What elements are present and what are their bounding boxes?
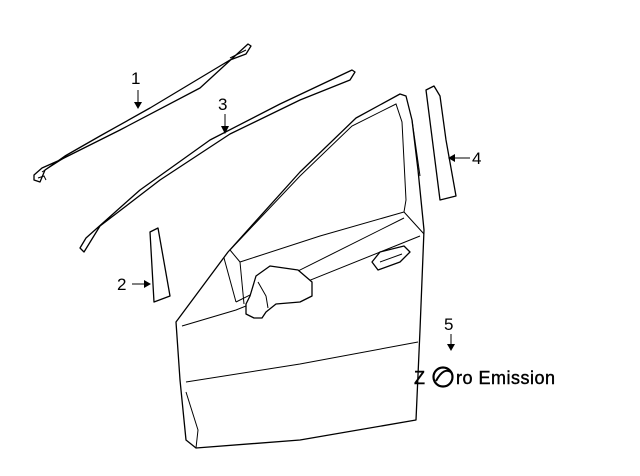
arrowhead-2: [144, 280, 151, 288]
part-4-rear-garnish: [425, 85, 457, 201]
callout-leaders: [132, 90, 470, 351]
part-3-frame-molding: [79, 69, 356, 253]
emblem-e-circle-logo: [432, 366, 454, 388]
emblem-e-swoosh: [435, 369, 453, 382]
part-5-zero-emission-emblem: Z ro Emission: [414, 366, 556, 388]
callout-3: 3: [218, 95, 227, 114]
callout-4: 4: [472, 149, 481, 168]
front-door: [175, 93, 425, 449]
part-1-belt-molding: [33, 43, 252, 183]
arrowhead-1: [134, 102, 142, 109]
arrowhead-5: [447, 344, 455, 351]
emblem-suffix: ro Emission: [456, 368, 556, 388]
callout-1: 1: [131, 69, 140, 88]
callout-5: 5: [444, 315, 453, 334]
arrowhead-4: [448, 154, 455, 162]
part-2-front-garnish: [149, 227, 171, 303]
callout-2: 2: [117, 275, 126, 294]
emblem-prefix: Z: [414, 368, 426, 388]
arrowhead-3: [221, 126, 229, 134]
callout-numbers: 1 2 3 4 5: [117, 69, 481, 334]
